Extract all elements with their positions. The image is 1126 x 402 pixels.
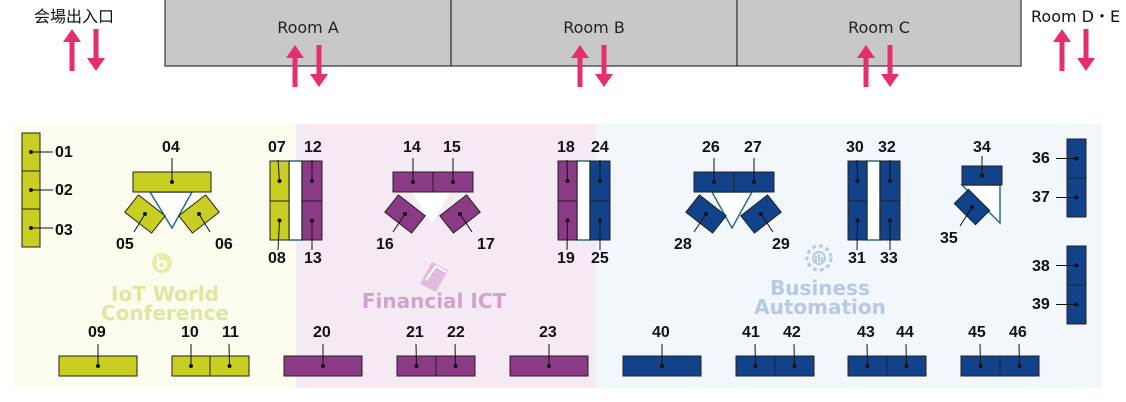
room-a-label[interactable]: Room A	[277, 18, 339, 37]
booth-label-30[interactable]: 30	[846, 139, 864, 156]
booth-label-06[interactable]: 06	[215, 236, 233, 253]
booth-label-27[interactable]: 27	[744, 139, 762, 156]
zone-ict-background	[296, 124, 596, 388]
booth-label-31[interactable]: 31	[848, 250, 866, 267]
booth-label-03[interactable]: 03	[55, 222, 73, 239]
financial-ict-logo-icon	[420, 262, 448, 292]
room-b-arrows-icon	[571, 45, 613, 87]
room-a-arrows-icon	[286, 45, 328, 87]
room-a-box[interactable]	[164, 0, 452, 67]
booth-label-18[interactable]: 18	[557, 139, 575, 156]
booth-label-32[interactable]: 32	[878, 139, 896, 156]
booth-label-43[interactable]: 43	[857, 324, 875, 341]
booth-label-11[interactable]: 11	[222, 324, 239, 341]
iot-logo-icon	[152, 253, 172, 273]
room-d-e-arrows-icon	[1053, 29, 1095, 71]
room-c-arrows-icon	[857, 45, 899, 87]
booth-label-01[interactable]: 01	[55, 144, 73, 161]
booth-label-41[interactable]: 41	[742, 324, 760, 341]
booth-label-42[interactable]: 42	[783, 324, 801, 341]
booth-label-02[interactable]: 02	[55, 182, 73, 199]
booth-label-46[interactable]: 46	[1009, 324, 1027, 341]
zone-ict-title: Financial ICT	[361, 289, 507, 313]
zone-biz-title-line2: Automation	[754, 295, 886, 319]
booth-label-29[interactable]: 29	[772, 236, 790, 253]
entrance-label: 会場出入口	[34, 7, 115, 26]
booth-label-04[interactable]: 04	[162, 139, 180, 156]
zone-biz-title-line1: Business	[770, 276, 870, 300]
booth-label-05[interactable]: 05	[116, 236, 134, 253]
booth-label-07[interactable]: 07	[268, 139, 286, 156]
booth-label-22[interactable]: 22	[447, 324, 465, 341]
room-c-box[interactable]	[736, 0, 1022, 67]
booth-label-34[interactable]: 34	[973, 139, 991, 156]
room-d-e-label[interactable]: Room D・E	[1031, 7, 1121, 26]
booth-label-45[interactable]: 45	[968, 324, 986, 341]
booth-label-35[interactable]: 35	[940, 230, 958, 247]
booth-label-24[interactable]: 24	[591, 139, 609, 156]
room-c-label[interactable]: Room C	[848, 18, 910, 37]
booth-label-23[interactable]: 23	[539, 324, 557, 341]
booth-label-08[interactable]: 08	[268, 250, 286, 267]
zone-iot-background	[14, 124, 296, 388]
zone-iot-title-line2: Conference	[100, 301, 229, 325]
booth-label-36[interactable]: 36	[1032, 150, 1050, 167]
booth-label-26[interactable]: 26	[702, 139, 720, 156]
booth-label-40[interactable]: 40	[652, 324, 670, 341]
booth-label-38[interactable]: 38	[1032, 258, 1050, 275]
booth-label-39[interactable]: 39	[1032, 296, 1050, 313]
booth-label-44[interactable]: 44	[896, 324, 914, 341]
booth-label-19[interactable]: 19	[557, 250, 575, 267]
booth-label-09[interactable]: 09	[88, 324, 106, 341]
booth-label-16[interactable]: 16	[376, 236, 394, 253]
room-b-label[interactable]: Room B	[563, 18, 625, 37]
booth-label-15[interactable]: 15	[443, 139, 461, 156]
entrance-arrows-icon	[63, 29, 105, 71]
booth-label-20[interactable]: 20	[313, 324, 331, 341]
booth-label-28[interactable]: 28	[674, 236, 692, 253]
booth-label-33[interactable]: 33	[880, 250, 898, 267]
booth-label-25[interactable]: 25	[591, 250, 609, 267]
booth-label-37[interactable]: 37	[1032, 189, 1050, 206]
booth-label-14[interactable]: 14	[403, 139, 421, 156]
booth-label-10[interactable]: 10	[181, 324, 199, 341]
zone-iot-title-line1: IoT World	[111, 282, 219, 306]
booth-label-12[interactable]: 12	[304, 139, 322, 156]
business-automation-gear-icon	[805, 244, 833, 272]
booth-label-13[interactable]: 13	[304, 250, 322, 267]
booth-label-21[interactable]: 21	[406, 324, 424, 341]
booth-label-17[interactable]: 17	[477, 236, 495, 253]
